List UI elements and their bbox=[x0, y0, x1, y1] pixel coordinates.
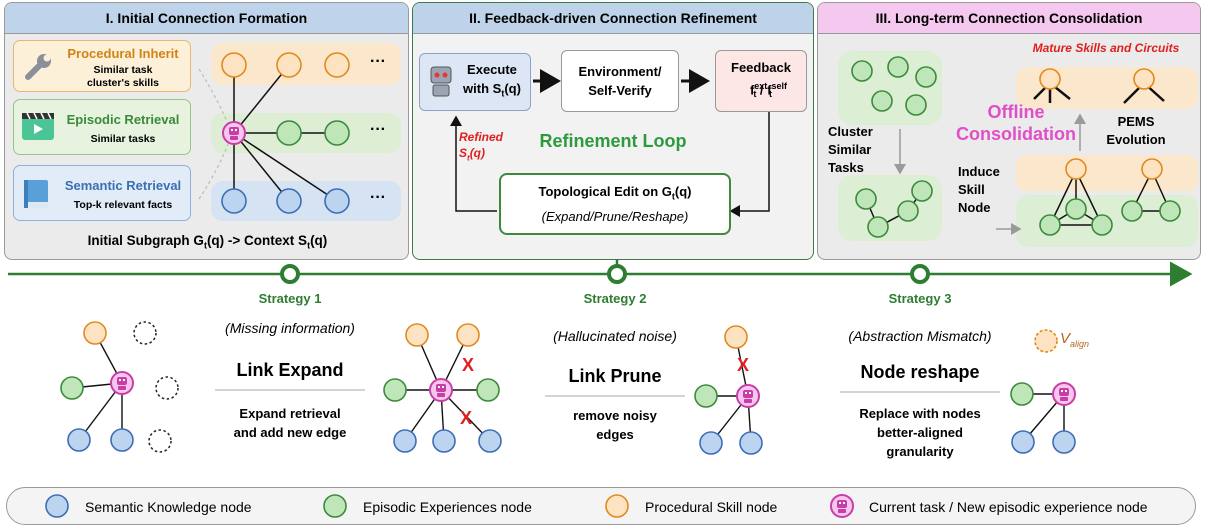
strategy-1-label: Strategy 1 bbox=[258, 291, 322, 306]
prune-mark-3: X bbox=[737, 355, 750, 375]
semantic-sub: Top-k relevant facts bbox=[73, 199, 173, 211]
strategy-3-name: Node reshape bbox=[860, 362, 980, 382]
environment-box: Environment/ Self-Verify bbox=[561, 50, 679, 112]
strategy-2-reason: (Hallucinated noise) bbox=[553, 328, 677, 344]
topological-edit-box: Topological Edit on Gt(q) (Expand/Prune/… bbox=[499, 173, 731, 235]
semantic-retrieval-title: Semantic Retrieval bbox=[64, 178, 182, 193]
execute-box: Execute with St(q) bbox=[419, 53, 531, 111]
video-clip-icon bbox=[22, 112, 54, 140]
v-align-label: Valign bbox=[1060, 330, 1090, 349]
ellipsis-semantic: ··· bbox=[370, 189, 386, 206]
panel-long-term-consolidation: III. Long-term Connection Consolidation bbox=[817, 2, 1201, 260]
panel-feedback-refinement: II. Feedback-driven Connection Refinemen… bbox=[412, 2, 814, 260]
episodic-node-swatch bbox=[323, 494, 347, 518]
environment-line-2: Self-Verify bbox=[588, 83, 652, 98]
feedback-line-1: Feedback bbox=[731, 59, 791, 75]
execute-line-2: with St(q) bbox=[463, 81, 521, 99]
book-icon bbox=[24, 180, 48, 208]
execute-line-1: Execute bbox=[467, 62, 517, 78]
offline-consolidation-label: Offline Consolidation bbox=[956, 102, 1076, 144]
refinement-loop-label: Refinement Loop bbox=[539, 131, 687, 151]
legend: Semantic Knowledge node Episodic Experie… bbox=[6, 487, 1196, 525]
procedural-sub-2: cluster's skills bbox=[87, 77, 159, 89]
ellipsis-episodic: ··· bbox=[370, 121, 386, 138]
legend-semantic: Semantic Knowledge node bbox=[85, 499, 252, 515]
episodic-retrieval-card: Episodic Retrieval Similar tasks bbox=[13, 99, 191, 155]
procedural-inherit-card: Procedural Inherit Similar task cluster'… bbox=[13, 40, 191, 92]
legend-episodic: Episodic Experiences node bbox=[363, 499, 532, 515]
topo-line-1: Topological Edit on Gt(q) bbox=[538, 184, 692, 202]
consolidation-graphics bbox=[838, 51, 1198, 247]
prune-mark-2: X bbox=[460, 408, 473, 428]
procedural-node-swatch bbox=[605, 494, 629, 518]
panel-1-footer: Initial Subgraph Gt(q) -> Context St(q) bbox=[87, 233, 328, 251]
episodic-sub: Similar tasks bbox=[90, 133, 156, 145]
panel-title: I. Initial Connection Formation bbox=[5, 3, 408, 34]
legend-current: Current task / New episodic experience n… bbox=[869, 499, 1148, 515]
strategy-1-reason: (Missing information) bbox=[225, 320, 355, 336]
refinement-arrows bbox=[450, 69, 770, 217]
refined-label: Refined St(q) bbox=[459, 130, 504, 163]
mature-skills-label: Mature Skills and Circuits bbox=[1032, 41, 1180, 55]
strategy-2-label: Strategy 2 bbox=[583, 291, 647, 306]
environment-line-1: Environment/ bbox=[578, 64, 662, 79]
procedural-inherit-title: Procedural Inherit bbox=[67, 46, 179, 61]
strategy-underlines bbox=[215, 389, 1000, 397]
panel-initial-connection: I. Initial Connection Formation Procedur… bbox=[4, 2, 409, 260]
initial-subgraph bbox=[198, 43, 401, 221]
robot-icon bbox=[430, 66, 452, 97]
wrench-icon bbox=[25, 54, 51, 80]
procedural-sub-1: Similar task bbox=[93, 64, 153, 76]
current-task-swatch bbox=[830, 494, 854, 518]
strategy-2-name: Link Prune bbox=[568, 366, 662, 386]
strategy-1-name: Link Expand bbox=[236, 360, 344, 380]
feedback-line-2: fextt / fselft bbox=[749, 80, 788, 100]
strategy-3-label: Strategy 3 bbox=[888, 291, 952, 306]
legend-procedural: Procedural Skill node bbox=[645, 499, 778, 515]
strategy-3-reason: (Abstraction Mismatch) bbox=[848, 328, 992, 344]
prune-mark-1: X bbox=[462, 355, 475, 375]
strategy-graphics bbox=[8, 259, 1193, 455]
ellipsis-procedural: ··· bbox=[370, 53, 386, 70]
episodic-retrieval-title: Episodic Retrieval bbox=[66, 112, 180, 127]
panel-title: III. Long-term Connection Consolidation bbox=[818, 3, 1200, 34]
feedback-box: Feedback fextt / fselft bbox=[715, 50, 807, 112]
semantic-retrieval-card: Semantic Retrieval Top-k relevant facts bbox=[13, 165, 191, 221]
topo-line-2: (Expand/Prune/Reshape) bbox=[541, 208, 689, 224]
semantic-node-swatch bbox=[45, 494, 69, 518]
panel-title: II. Feedback-driven Connection Refinemen… bbox=[413, 3, 813, 34]
